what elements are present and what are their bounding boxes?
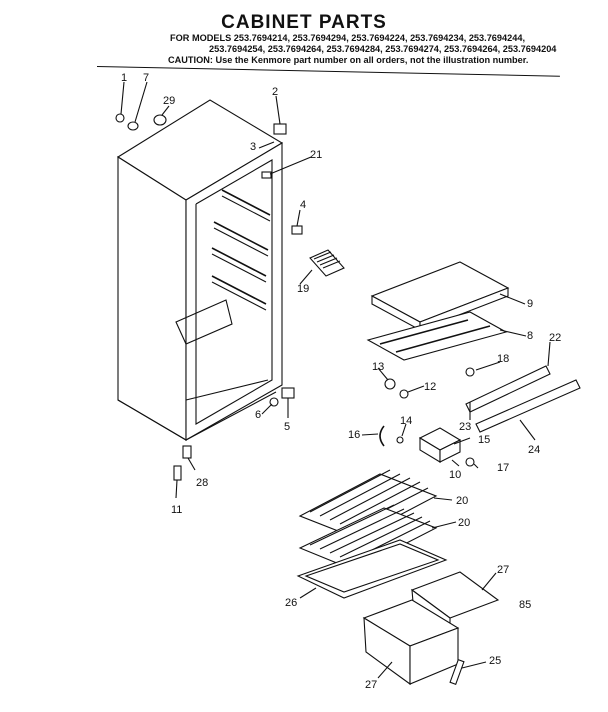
caution-line: CAUTION: Use the Kenmore part number on … bbox=[168, 55, 529, 65]
callout-18: 18 bbox=[497, 353, 509, 365]
part-13-knob bbox=[384, 378, 396, 390]
cabinet-side bbox=[117, 156, 187, 441]
models-line-2: 253.7694254, 253.7694264, 253.7694284, 2… bbox=[209, 44, 557, 54]
callout-12: 12 bbox=[424, 381, 436, 393]
small-parts bbox=[115, 113, 303, 481]
part-7-washer bbox=[127, 121, 139, 131]
cabinet-shell bbox=[116, 99, 284, 441]
part-21-clip bbox=[261, 171, 272, 179]
callout-3: 3 bbox=[250, 141, 256, 153]
callout-2: 2 bbox=[272, 86, 278, 98]
callout-19: 19 bbox=[297, 283, 309, 295]
part-17-nut bbox=[465, 457, 475, 467]
callout-28: 28 bbox=[196, 477, 208, 489]
liner-edge bbox=[195, 159, 273, 425]
part-25-pin bbox=[449, 658, 465, 686]
cabinet-front-opening bbox=[185, 142, 283, 441]
crisper-pans bbox=[362, 571, 500, 686]
part-24-strip bbox=[475, 379, 581, 433]
callout-15: 15 bbox=[478, 434, 490, 446]
page-code: 85 bbox=[519, 599, 531, 611]
part-8-frame bbox=[366, 311, 508, 361]
models-line-1: FOR MODELS 253.7694214, 253.7694294, 253… bbox=[170, 33, 526, 43]
callout-17: 17 bbox=[497, 462, 509, 474]
callout-23: 23 bbox=[459, 421, 471, 433]
part-11-leveler bbox=[173, 465, 182, 481]
part-4-bracket bbox=[291, 225, 303, 235]
callout-8: 8 bbox=[527, 330, 533, 342]
callout-29: 29 bbox=[163, 95, 175, 107]
part-28-foot bbox=[182, 445, 192, 459]
callout-14: 14 bbox=[400, 415, 412, 427]
part-19-vent bbox=[309, 249, 345, 277]
callout-9: 9 bbox=[527, 298, 533, 310]
part-2-hinge bbox=[273, 123, 287, 135]
leader-lines bbox=[120, 81, 551, 679]
part-14-screw bbox=[396, 436, 404, 444]
wire-shelves bbox=[296, 469, 448, 599]
callout-10: 10 bbox=[449, 469, 461, 481]
part-22-strip bbox=[465, 365, 551, 413]
callout-1: 1 bbox=[121, 72, 127, 84]
callout-26: 26 bbox=[285, 597, 297, 609]
callout-4: 4 bbox=[300, 199, 306, 211]
callout-5: 5 bbox=[284, 421, 290, 433]
part-5-hinge bbox=[281, 387, 295, 399]
callout-20-lower: 20 bbox=[458, 517, 470, 529]
callout-20-upper: 20 bbox=[456, 495, 468, 507]
callout-6: 6 bbox=[255, 409, 261, 421]
part-1-screw bbox=[115, 113, 125, 123]
callout-11: 11 bbox=[171, 504, 182, 516]
door-shelf-rails bbox=[211, 189, 271, 305]
hardware-parts bbox=[379, 365, 581, 467]
callout-7: 7 bbox=[143, 72, 149, 84]
part-12-bushing bbox=[399, 389, 409, 399]
door-assembly bbox=[366, 261, 510, 361]
callout-numbers: 1 7 29 2 3 21 4 19 9 8 22 18 13 12 6 5 1… bbox=[121, 72, 561, 691]
inner-panel bbox=[175, 299, 233, 345]
callout-25: 25 bbox=[489, 655, 501, 667]
callout-16: 16 bbox=[348, 429, 360, 441]
callout-27-front: 27 bbox=[365, 679, 377, 691]
part-29-cap bbox=[153, 114, 167, 126]
callout-27-back: 27 bbox=[497, 564, 509, 576]
callout-21: 21 bbox=[310, 149, 322, 161]
diagram-title: CABINET PARTS bbox=[221, 12, 387, 33]
callout-13: 13 bbox=[372, 361, 384, 373]
callout-22: 22 bbox=[549, 332, 561, 344]
callout-24: 24 bbox=[528, 444, 540, 456]
part-18-screw bbox=[465, 367, 475, 377]
part-16-clip bbox=[379, 425, 385, 447]
